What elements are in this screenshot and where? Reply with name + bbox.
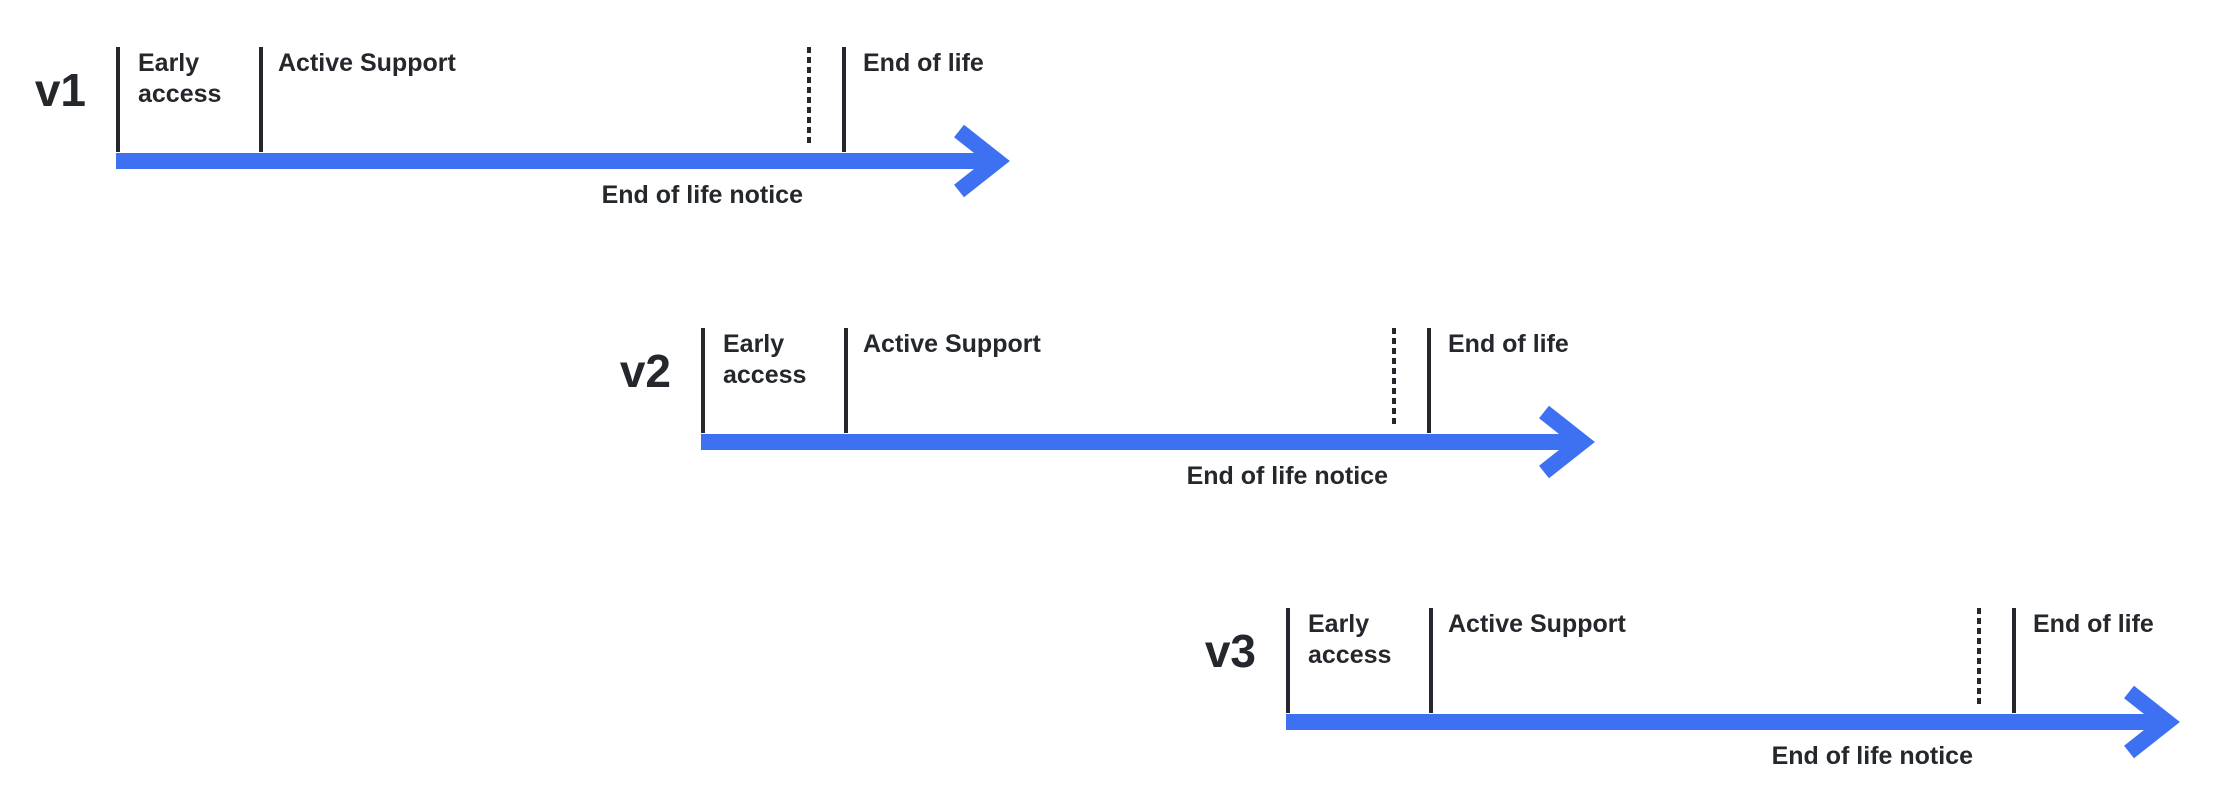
end-of-life-notice-label: End of life notice — [1771, 742, 1973, 770]
early-access-label: Early access — [723, 330, 807, 389]
end-of-life-tick — [842, 47, 846, 152]
version-label-v2: v2 — [619, 345, 671, 397]
early-access-start-tick — [1286, 608, 1290, 713]
eol-notice-dashed-line — [1977, 608, 1981, 708]
version-label-v1: v1 — [34, 64, 86, 116]
eol-notice-dashed-line — [807, 47, 811, 147]
early-access-label: Early access — [138, 49, 222, 108]
end-of-life-tick — [2012, 608, 2016, 713]
arrow-head-icon — [954, 124, 1010, 198]
end-of-life-label: End of life — [1448, 330, 1569, 358]
timeline-arrow-shaft — [1286, 714, 2154, 730]
active-support-start-tick — [1429, 608, 1433, 713]
active-support-label: Active Support — [1448, 610, 1626, 638]
timeline-arrow-shaft — [116, 153, 984, 169]
active-support-label: Active Support — [863, 330, 1041, 358]
active-support-start-tick — [259, 47, 263, 152]
end-of-life-tick — [1427, 328, 1431, 433]
timeline-v3: v3 Early access Active Support End of li… — [1205, 608, 2180, 774]
end-of-life-label: End of life — [2033, 610, 2154, 638]
active-support-start-tick — [844, 328, 848, 433]
timeline-v1: v1 Early access Active Support End of li… — [35, 47, 1010, 213]
arrow-head-icon — [1539, 405, 1595, 479]
early-access-start-tick — [116, 47, 120, 152]
early-access-start-tick — [701, 328, 705, 433]
early-access-label: Early access — [1308, 610, 1392, 669]
end-of-life-label: End of life — [863, 49, 984, 77]
version-label-v3: v3 — [1204, 625, 1256, 677]
arrow-head-icon — [2124, 685, 2180, 759]
timeline-arrow-shaft — [701, 434, 1569, 450]
active-support-label: Active Support — [278, 49, 456, 77]
end-of-life-notice-label: End of life notice — [601, 181, 803, 209]
eol-notice-dashed-line — [1392, 328, 1396, 428]
end-of-life-notice-label: End of life notice — [1186, 462, 1388, 490]
timeline-v2: v2 Early access Active Support End of li… — [620, 328, 1595, 494]
